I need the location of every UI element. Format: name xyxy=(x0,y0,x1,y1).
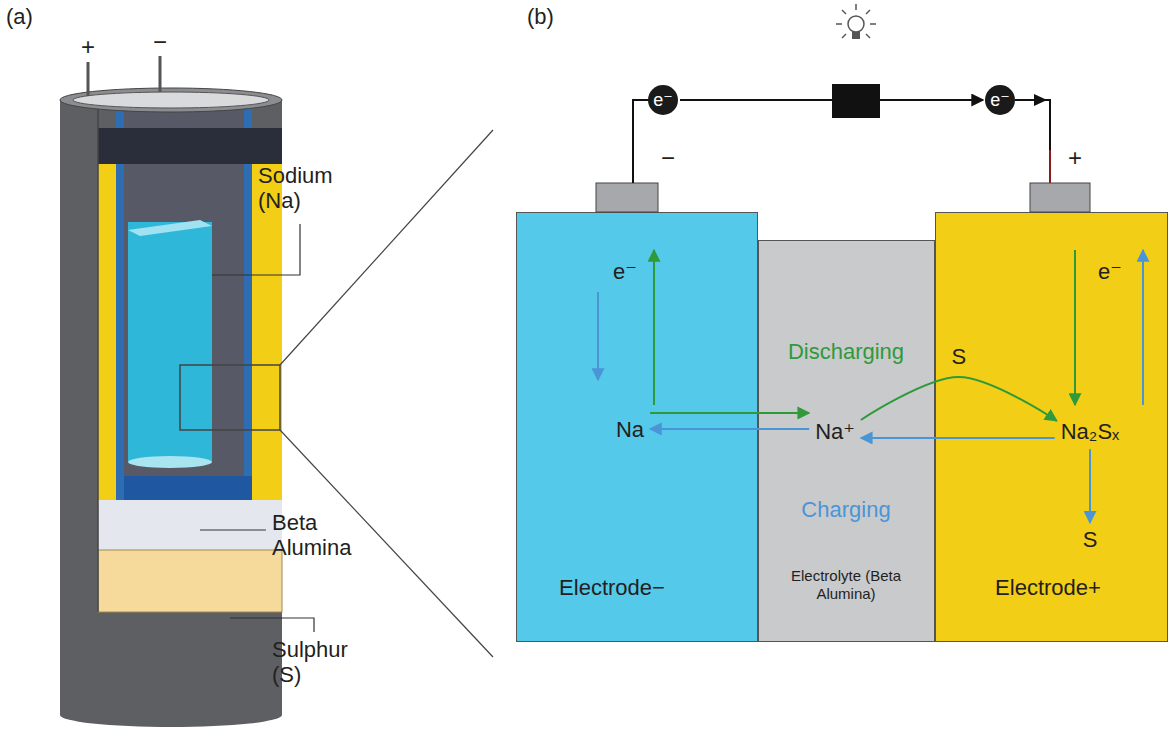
node-text: S xyxy=(1083,527,1098,553)
panel-letter: (a) xyxy=(6,4,33,29)
node-text: e⁻ xyxy=(653,91,673,109)
edge-label: S xyxy=(951,344,966,369)
bulb-rays xyxy=(836,4,876,38)
terminal-sign: − xyxy=(153,28,167,56)
process-label: Charging xyxy=(801,497,890,522)
connector-arrow xyxy=(861,377,1057,421)
part-label: Beta Alumina xyxy=(272,510,372,561)
positive-tab xyxy=(87,62,90,96)
cut-edge xyxy=(97,104,99,612)
node-text: Electrode− xyxy=(559,575,665,601)
connector-arrow xyxy=(1089,449,1091,523)
leader-line xyxy=(200,529,266,530)
electron-label: e⁻ xyxy=(613,259,637,284)
species-node: S xyxy=(1083,527,1098,553)
connector-arrow xyxy=(861,437,1055,439)
electron-arrow xyxy=(597,292,599,380)
figure-part xyxy=(870,23,876,25)
electron-arrow xyxy=(653,250,655,405)
part-label: Sodium (Na) xyxy=(258,163,353,214)
positive-electrode: Na₂SₓSElectrode+ xyxy=(935,212,1168,642)
wire xyxy=(1015,100,1050,150)
connector-arrow xyxy=(650,412,809,414)
node-text: Electrode+ xyxy=(995,575,1101,601)
figure-part xyxy=(836,23,842,25)
connector-arrow xyxy=(680,99,983,101)
beta-alumina-base xyxy=(98,500,282,550)
electron-label: e⁻ xyxy=(1098,259,1122,284)
node-text: Na xyxy=(616,417,644,443)
species-node: Na⁺ xyxy=(815,419,855,445)
leader-line xyxy=(230,618,314,632)
electrolyte-box: Na⁺ Electrolyte (Beta Alumina) xyxy=(758,240,935,642)
species-node: Na xyxy=(616,417,644,443)
process-label: Discharging xyxy=(788,339,904,364)
sodium-block-base xyxy=(128,456,212,468)
sodium-block-face xyxy=(128,220,212,236)
figure-part xyxy=(842,34,846,38)
panel-letter: (b) xyxy=(527,4,554,29)
terminal-sign: + xyxy=(1068,144,1082,172)
node-text: Electrolyte (Beta Alumina) xyxy=(781,567,911,603)
electron-circle: e⁻ xyxy=(648,85,678,115)
tube-bottom xyxy=(124,476,252,502)
electron-arrow xyxy=(1074,250,1076,405)
electron-circle: e⁻ xyxy=(985,85,1015,115)
positive-terminal xyxy=(1030,183,1090,212)
species-node: Na₂Sₓ xyxy=(1061,419,1120,445)
connector-arrow xyxy=(650,428,809,430)
figure-part xyxy=(842,10,846,14)
zoom-box xyxy=(180,365,280,430)
wire-arrowhead xyxy=(1034,94,1047,106)
circuit xyxy=(596,4,1143,405)
load-box xyxy=(832,84,880,118)
sulphur-layer xyxy=(98,150,282,550)
sodium-block xyxy=(128,222,212,462)
cell-illustration xyxy=(60,56,493,727)
sulphur-base xyxy=(98,550,282,612)
box-fill xyxy=(759,241,935,642)
wire xyxy=(633,100,649,183)
beta-alumina-tube xyxy=(116,104,252,502)
wire xyxy=(1049,150,1051,183)
box-fills xyxy=(517,213,1168,642)
node-text: e⁻ xyxy=(990,91,1010,109)
leader-line xyxy=(212,224,300,275)
figure-part xyxy=(855,4,857,10)
node-text: Na⁺ xyxy=(815,419,855,445)
terminal-sign: − xyxy=(661,144,675,172)
negative-terminal xyxy=(596,183,658,212)
node-text: Na₂Sₓ xyxy=(1061,419,1120,445)
casing-top-inner xyxy=(73,92,269,108)
electron-arrow xyxy=(1142,250,1144,405)
negative-tab xyxy=(159,56,162,92)
box-fill xyxy=(517,213,758,642)
box-fill xyxy=(936,213,1168,642)
seal-band xyxy=(98,128,282,164)
casing-top xyxy=(60,88,282,112)
part-label: Sulphur (S) xyxy=(272,637,372,688)
terminal-sign: + xyxy=(81,33,95,61)
sodium-chamber xyxy=(124,104,244,476)
figure-part xyxy=(866,34,870,38)
figure-part xyxy=(866,10,870,14)
bulb-base xyxy=(852,32,860,39)
negative-electrode: NaElectrode− xyxy=(516,212,758,642)
casing-body xyxy=(60,100,282,727)
bulb-glass xyxy=(848,16,864,32)
